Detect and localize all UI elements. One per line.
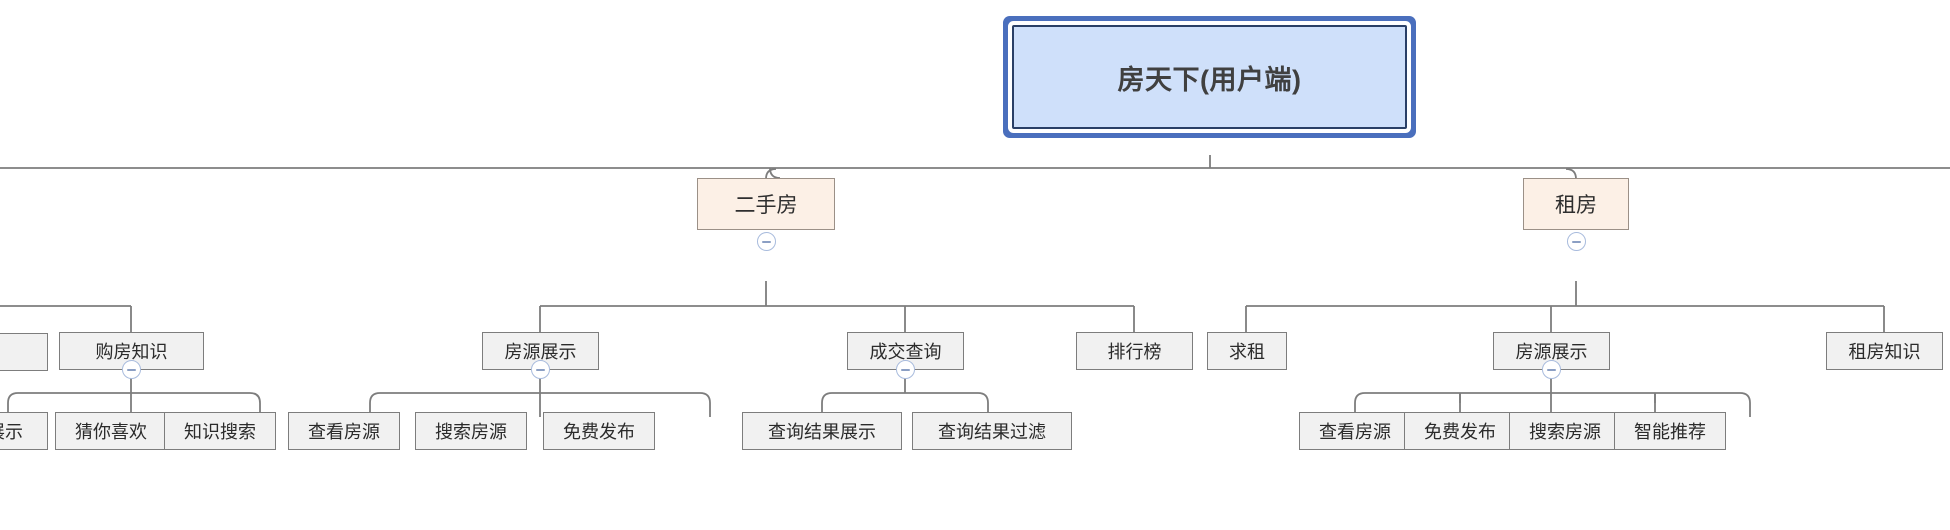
- collapse-minus-icon: [901, 368, 910, 371]
- node-gou-fang-zhi-shi-label: 购房知识: [95, 342, 168, 362]
- collapse-toggle-zufang[interactable]: [1567, 232, 1586, 251]
- node-qiuzu[interactable]: 求租: [1207, 332, 1287, 370]
- node-zufang-zhishi[interactable]: 租房知识: [1826, 332, 1943, 370]
- leaf-node-mianfei-fabu-ershou-label: 免费发布: [563, 422, 635, 442]
- leaf-node-mianfei-fabu-ershou[interactable]: 免费发布: [543, 412, 655, 450]
- collapse-toggle-chengjiao-chaxun[interactable]: [896, 360, 915, 379]
- leaf-node-chaxun-jieguo-guolv[interactable]: 查询结果过滤: [912, 412, 1072, 450]
- collapse-toggle-fangyuan-zhanshi-ershou[interactable]: [531, 360, 550, 379]
- collapse-toggle-ershoufang[interactable]: [757, 232, 776, 251]
- leaf-node-sousuo-fangyuan-zufang[interactable]: 搜索房源: [1509, 412, 1621, 450]
- node-qiuzu-label: 求租: [1229, 342, 1265, 362]
- leaf-node-chaxun-jieguo-zhanshi[interactable]: 查询结果展示: [742, 412, 902, 450]
- collapse-toggle-gou-fang-zhi-shi[interactable]: [122, 360, 141, 379]
- node-chengjiao-chaxun-label: 成交查询: [869, 342, 942, 362]
- leaf-node-caini-xihuan-label: 猜你喜欢: [75, 422, 147, 442]
- leaf-node-zhishi-sousuo-label: 知识搜索: [184, 422, 256, 442]
- leaf-node-caini-xihuan[interactable]: 猜你喜欢: [55, 412, 167, 450]
- branch-node-zufang[interactable]: 租房: [1523, 178, 1629, 230]
- leaf-node-chaxun-jieguo-zhanshi-label: 查询结果展示: [768, 422, 876, 442]
- leaf-node-chakan-fangyuan-zufang[interactable]: 查看房源: [1299, 412, 1411, 450]
- collapse-minus-icon: [127, 368, 136, 371]
- leaf-node-sousuo-fangyuan-zufang-label: 搜索房源: [1529, 422, 1601, 442]
- leaf-node-chakan-fangyuan-ershou[interactable]: 查看房源: [288, 412, 400, 450]
- node-fangyuan-zhanshi-zufang-label: 房源展示: [1515, 342, 1588, 362]
- leaf-zhanshi[interactable]: [0, 333, 48, 371]
- collapse-minus-icon: [536, 368, 545, 371]
- root-node-label: 房天下(用户端): [1117, 64, 1302, 95]
- node-fangyuan-zhanshi-ershou-label: 房源展示: [504, 342, 577, 362]
- node-paihangbang-label: 排行榜: [1107, 342, 1162, 362]
- branch-node-zufang-label: 租房: [1555, 194, 1597, 217]
- leaf-node-sousuo-fangyuan-ershou-label: 搜索房源: [435, 422, 507, 442]
- leaf-node-mianfei-fabu-zufang[interactable]: 免费发布: [1404, 412, 1516, 450]
- leaf-node-chakan-fangyuan-zufang-label: 查看房源: [1319, 422, 1391, 442]
- node-zufang-zhishi-label: 租房知识: [1848, 342, 1921, 362]
- leaf-node-sousuo-fangyuan-ershou[interactable]: 搜索房源: [415, 412, 527, 450]
- leaf-node-zhanshi[interactable]: 展示: [0, 412, 48, 450]
- branch-node-ershoufang-label: 二手房: [734, 194, 798, 217]
- collapse-minus-icon: [1572, 240, 1581, 243]
- leaf-node-zhineng-tuijian[interactable]: 智能推荐: [1614, 412, 1726, 450]
- leaf-node-chaxun-jieguo-guolv-label: 查询结果过滤: [938, 422, 1046, 442]
- collapse-minus-icon: [1547, 368, 1556, 371]
- branch-node-ershoufang[interactable]: 二手房: [697, 178, 835, 230]
- node-paihangbang[interactable]: 排行榜: [1076, 332, 1193, 370]
- root-node[interactable]: 房天下(用户端): [1012, 25, 1407, 129]
- leaf-node-zhanshi-label: 展示: [0, 422, 23, 442]
- collapse-minus-icon: [762, 240, 771, 243]
- leaf-node-chakan-fangyuan-ershou-label: 查看房源: [308, 422, 380, 442]
- leaf-node-zhineng-tuijian-label: 智能推荐: [1634, 422, 1706, 442]
- leaf-node-mianfei-fabu-zufang-label: 免费发布: [1424, 422, 1496, 442]
- collapse-toggle-fangyuan-zhanshi-zufang[interactable]: [1542, 360, 1561, 379]
- leaf-node-zhishi-sousuo[interactable]: 知识搜索: [164, 412, 276, 450]
